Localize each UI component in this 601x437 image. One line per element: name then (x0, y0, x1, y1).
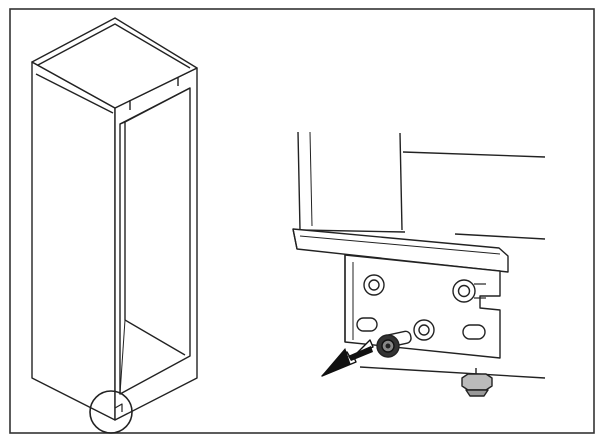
door-edge (297, 131, 406, 233)
door-right-edge (399, 132, 403, 231)
screw-socket (385, 343, 391, 349)
cabinet-inner-top-edge (124, 87, 191, 123)
cabinet-base-hinge (114, 403, 123, 412)
cabinet-top-line (402, 151, 546, 158)
upper-screw-left-head (368, 279, 380, 291)
foot-base (465, 389, 489, 397)
slot-hole-left (356, 317, 378, 332)
detail-circle-callout (89, 390, 133, 434)
round-hole-inner (418, 324, 430, 336)
hex-screw-icon (376, 330, 412, 358)
figure-frame (9, 8, 595, 434)
bracket-lip-end (292, 228, 298, 250)
bracket-lip-edge (299, 235, 501, 255)
cabinet-inner-floor-edge (119, 319, 126, 395)
arrow-shaft-shade (348, 346, 373, 361)
cabinet-top-inner-edge (35, 73, 114, 114)
upper-screw-right-head (457, 284, 471, 298)
slot-hole-right (462, 324, 486, 340)
cabinet-top-rim (37, 23, 191, 69)
cabinet-overview (31, 17, 198, 421)
door-inner-edge (309, 131, 313, 227)
cabinet-inner-depth (119, 121, 186, 356)
foot-nut (461, 373, 493, 391)
hinge-bracket-detail (292, 131, 546, 397)
cabinet-top (31, 17, 198, 109)
leveling-foot (461, 368, 493, 397)
removal-arrow-icon (321, 339, 374, 377)
arrow-head (321, 348, 351, 377)
cabinet-mid-line (454, 233, 546, 240)
cabinet-left-side (31, 61, 116, 421)
cabinet-opening (119, 87, 191, 395)
cabinet-bottom-line (359, 366, 546, 379)
